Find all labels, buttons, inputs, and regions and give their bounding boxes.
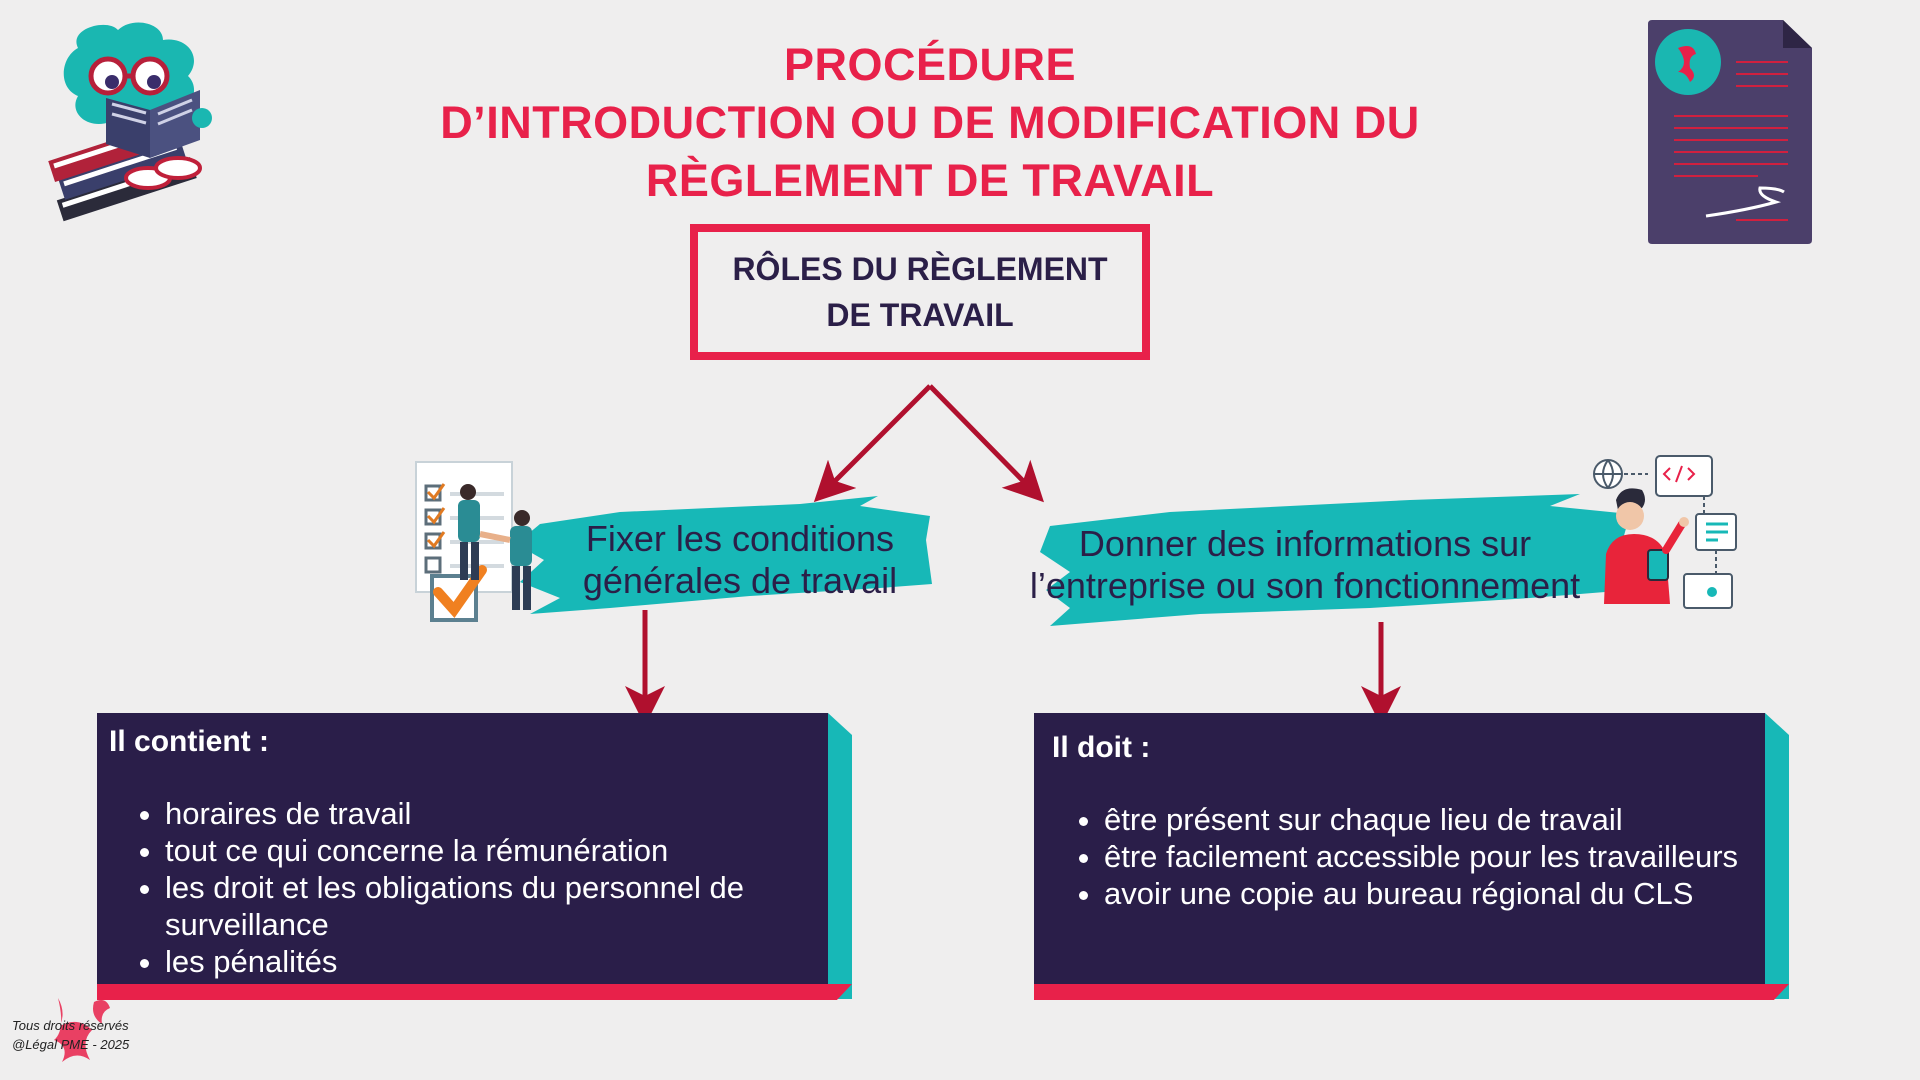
left-panel-heading: Il contient :	[109, 725, 269, 758]
teal-brush-stroke	[516, 496, 932, 614]
document-contract-icon	[1648, 20, 1812, 244]
page-title: PROCÉDURE D’INTRODUCTION OU DE MODIFICAT…	[300, 36, 1560, 210]
brand-logo-icon	[54, 998, 110, 1062]
list-item: être facilement accessible pour les trav…	[1104, 838, 1749, 875]
left-banner-line-2: générales de travail	[582, 560, 898, 601]
left-banner: Fixer les conditions générales de travai…	[500, 490, 940, 630]
left-info-panel: Il contient : horaires de travail tout c…	[97, 713, 828, 984]
copyright-line-2: @Légal PME - 2025	[12, 1037, 130, 1052]
list-item: être présent sur chaque lieu de travail	[1104, 801, 1749, 838]
right-banner-line-2: l’entreprise ou son fonctionnement	[1029, 565, 1581, 606]
right-panel-side-edge	[1765, 713, 1789, 999]
teal-brush-stroke	[1040, 494, 1630, 626]
arrow-to-right-branch	[928, 384, 1045, 503]
right-panel-list: être présent sur chaque lieu de travail …	[1052, 801, 1749, 912]
left-panel-list: horaires de travail tout ce qui concerne…	[109, 795, 816, 980]
brain-reading-book-icon	[48, 22, 212, 222]
roles-box-line-1: RÔLES DU RÈGLEMENT	[732, 251, 1108, 287]
left-panel-side-edge	[828, 713, 852, 999]
right-panel-bottom-edge	[1034, 984, 1789, 1000]
roles-box-line-2: DE TRAVAIL	[826, 297, 1014, 333]
right-banner-line-1: Donner des informations sur	[1078, 523, 1532, 564]
list-item: avoir une copie au bureau régional du CL…	[1104, 875, 1749, 912]
left-panel-bottom-edge	[97, 984, 852, 1000]
roles-box: RÔLES DU RÈGLEMENT DE TRAVAIL	[690, 224, 1150, 360]
title-line-1: PROCÉDURE	[783, 39, 1077, 90]
right-banner: Donner des informations sur l’entreprise…	[990, 490, 1640, 640]
right-info-panel: Il doit : être présent sur chaque lieu d…	[1034, 713, 1765, 984]
title-line-2: D’INTRODUCTION OU DE MODIFICATION DU	[440, 97, 1420, 148]
arrow-to-left-branch	[813, 384, 932, 503]
list-item: les pénalités	[165, 943, 816, 980]
title-line-3: RÈGLEMENT DE TRAVAIL	[645, 155, 1215, 206]
developer-ideas-icon	[1593, 455, 1737, 609]
copyright-line-1: Tous droits réservés	[12, 1018, 129, 1033]
copyright-notice: Tous droits réservés @Légal PME - 2025	[12, 1016, 129, 1054]
list-item: tout ce qui concerne la rémunération	[165, 832, 816, 869]
right-panel-heading: Il doit :	[1052, 731, 1151, 764]
list-item: horaires de travail	[165, 795, 816, 832]
checklist-handshake-icon	[415, 461, 532, 622]
left-banner-line-1: Fixer les conditions	[585, 518, 895, 559]
list-item: les droit et les obligations du personne…	[165, 869, 816, 943]
